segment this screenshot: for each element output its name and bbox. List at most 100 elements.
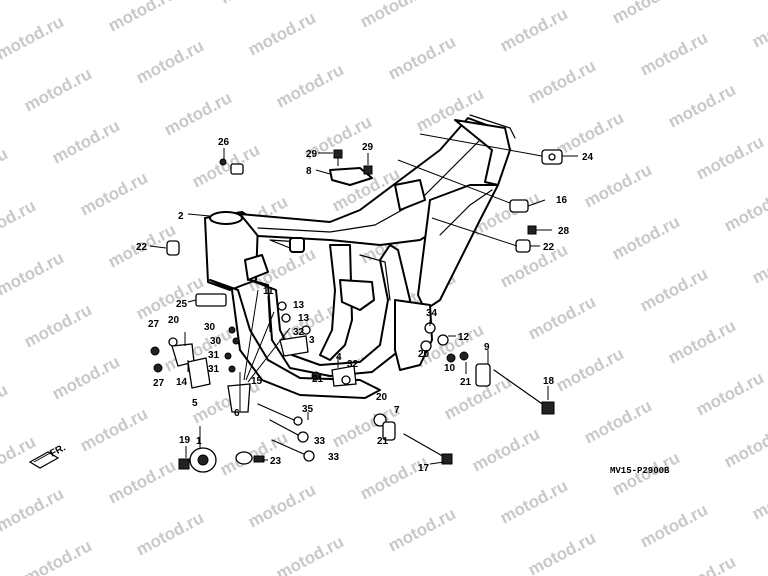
part-32-collar-right [341,375,351,385]
part-24-clamp [541,149,563,165]
callout-23: 23 [270,456,282,467]
motorcycle-frame [204,114,516,399]
callout-22-left: 22 [136,242,148,253]
part-16-clip [509,199,529,213]
watermark-text: motod.ru [637,500,711,551]
part-19-bolt [178,458,190,470]
callout-16: 16 [556,195,568,206]
part-30-bolts [228,326,240,345]
watermark-text: motod.ru [245,480,319,531]
callout-31-b: 31 [208,364,220,375]
watermark-text: motod.ru [217,0,291,8]
watermark-text: motod.ru [0,144,11,195]
part-7-spacer [382,421,396,441]
watermark-text: motod.ru [357,452,431,503]
callout-10: 10 [444,363,456,374]
watermark-text: motod.ru [245,8,319,59]
callout-27-b: 27 [153,378,165,389]
part-20-collar-right [420,340,432,352]
callout-6: 6 [234,408,240,419]
callout-26: 26 [218,137,230,148]
part-22-clamp-left [166,240,180,256]
watermark-text: motod.ru [21,536,95,576]
watermark-text: motod.ru [497,4,571,55]
watermark-text: motod.ru [581,160,655,211]
watermark-text: motod.ru [0,432,39,483]
watermark-text: motod.ru [469,424,543,475]
watermark-text: motod.ru [553,344,627,395]
part-22-clamp-right [515,239,531,253]
callout-12: 12 [458,332,470,343]
part-13-washers [277,301,291,323]
callout-33-a: 33 [314,436,326,447]
part-1-rubber-mount [189,447,217,473]
watermark-text: motod.ru [721,420,768,471]
watermark-text: motod.ru [161,88,235,139]
callout-35: 35 [302,404,314,415]
callout-20-c: 20 [376,392,388,403]
watermark-text: motod.ru [637,264,711,315]
watermark-text: motod.ru [49,116,123,167]
watermark-text: motod.ru [749,236,768,287]
callout-15: 15 [251,376,263,387]
watermark-text: motod.ru [77,168,151,219]
callout-29-b: 29 [362,142,374,153]
watermark-text: motod.ru [357,0,431,32]
watermark-text: motod.ru [105,0,179,36]
part-23-clamp [235,451,265,465]
watermark-text: motod.ru [609,0,683,28]
watermark-text: motod.ru [581,396,655,447]
callout-13-b: 13 [298,313,310,324]
callout-9: 9 [484,342,490,353]
watermark-text: motod.ru [0,248,67,299]
part-10-nut [446,353,456,363]
part-27-bolt-a [150,346,160,356]
watermark-text: motod.ru [497,476,571,527]
callout-30-b: 30 [210,336,222,347]
watermark-text: motod.ru [469,0,543,4]
callout-27-a: 27 [148,319,160,330]
callout-5: 5 [192,398,198,409]
part-29-bolt-b [363,165,373,175]
watermark-text: motod.ru [525,292,599,343]
diagram-code: MV15-P2900B [610,466,670,476]
callout-31-a: 31 [208,350,220,361]
part-28-nut [527,225,537,235]
callout-32-a: 32 [293,327,305,338]
part-17-long-bolt [403,433,453,465]
part-27-bolt-b [153,363,163,373]
watermark-text: motod.ru [693,132,767,183]
part-20-collar [168,337,178,347]
part-35-bolt [257,403,303,426]
watermark-text: motod.ru [133,36,207,87]
watermark-text: motod.ru [693,368,767,419]
part-5-bracket [187,357,211,389]
callout-32-b: 32 [347,359,359,370]
watermark-text: motod.ru [273,60,347,111]
callout-21-a: 21 [312,374,324,385]
watermark-text: motod.ru [0,12,67,63]
callout-17: 17 [418,463,430,474]
part-26-clip [219,158,244,175]
watermark-text: motod.ru [105,456,179,507]
callout-20-a: 20 [168,315,180,326]
part-31-bolts [224,352,236,373]
watermark-text: motod.ru [0,380,11,431]
part-32-collar-left [301,325,311,335]
part-29-bolt-a [333,149,343,166]
watermark-text: motod.ru [721,184,768,235]
part-21-nut-mid [311,371,321,381]
watermark-text: motod.ru [0,0,39,12]
part-25-bracket [195,293,227,307]
watermark-text: motod.ru [133,508,207,559]
watermark-text: motod.ru [637,28,711,79]
watermark-text: motod.ru [609,212,683,263]
callout-2: 2 [178,211,184,222]
watermark-text: motod.ru [0,196,39,247]
callout-4: 4 [336,352,342,363]
callout-7: 7 [394,405,400,416]
callout-14: 14 [176,377,188,388]
callout-30-a: 30 [204,322,216,333]
callout-24: 24 [582,152,594,163]
